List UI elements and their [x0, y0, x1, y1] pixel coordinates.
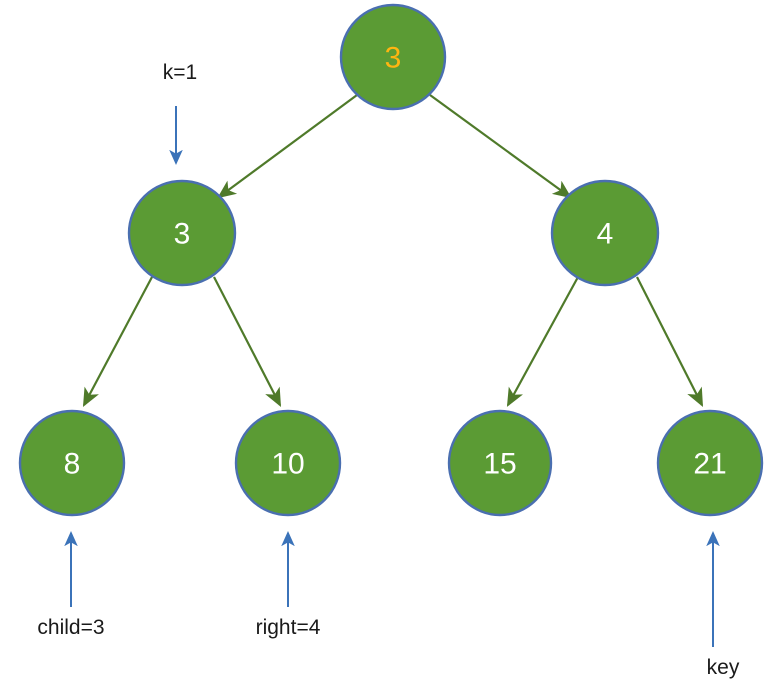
- tree-node-ll[interactable]: 8: [18, 409, 126, 517]
- node-circle-right: [550, 179, 660, 287]
- annotation-label-k: k=1: [163, 61, 197, 84]
- node-circle-left: [127, 179, 237, 287]
- node-circle-root: [339, 3, 447, 111]
- tree-nodes: 3 3 4 8 10 15 21: [18, 3, 764, 517]
- tree-node-root[interactable]: 3: [339, 3, 447, 111]
- tree-edge-root-to-left: [217, 94, 358, 199]
- tree-node-lr[interactable]: 10: [234, 409, 342, 517]
- node-circle-rr: [656, 409, 764, 517]
- annotation-right: right=4: [256, 530, 321, 639]
- node-circle-rl: [447, 409, 553, 517]
- tree-node-left[interactable]: 3: [127, 179, 237, 287]
- annotation-label-child: child=3: [37, 616, 104, 639]
- node-value-ll: 8: [64, 448, 81, 481]
- node-value-lr: 10: [271, 448, 304, 481]
- annotation-child: child=3: [37, 530, 105, 639]
- tree-edge-left-to-ll: [82, 276, 153, 407]
- tree-annotations: k=1 child=3 right=4 key: [37, 61, 739, 679]
- node-value-root: 3: [385, 42, 402, 75]
- node-value-rr: 21: [693, 448, 726, 481]
- annotation-label-key: key: [707, 656, 740, 679]
- node-value-left: 3: [174, 218, 191, 251]
- tree-edge-root-to-right: [429, 94, 572, 199]
- tree-edges: [82, 94, 703, 407]
- tree-node-right[interactable]: 4: [550, 179, 660, 287]
- tree-edge-right-to-rl: [506, 276, 579, 407]
- tree-edge-right-to-rr: [636, 276, 703, 407]
- annotation-label-right: right=4: [256, 616, 321, 639]
- node-circle-lr: [234, 409, 342, 517]
- annotation-key: key: [706, 530, 740, 679]
- tree-node-rl[interactable]: 15: [447, 409, 553, 517]
- node-value-rl: 15: [483, 448, 516, 481]
- node-value-right: 4: [597, 218, 614, 251]
- tree-node-rr[interactable]: 21: [656, 409, 764, 517]
- annotation-k: k=1: [163, 61, 197, 166]
- tree-edge-left-to-lr: [213, 276, 282, 407]
- node-circle-ll: [18, 409, 126, 517]
